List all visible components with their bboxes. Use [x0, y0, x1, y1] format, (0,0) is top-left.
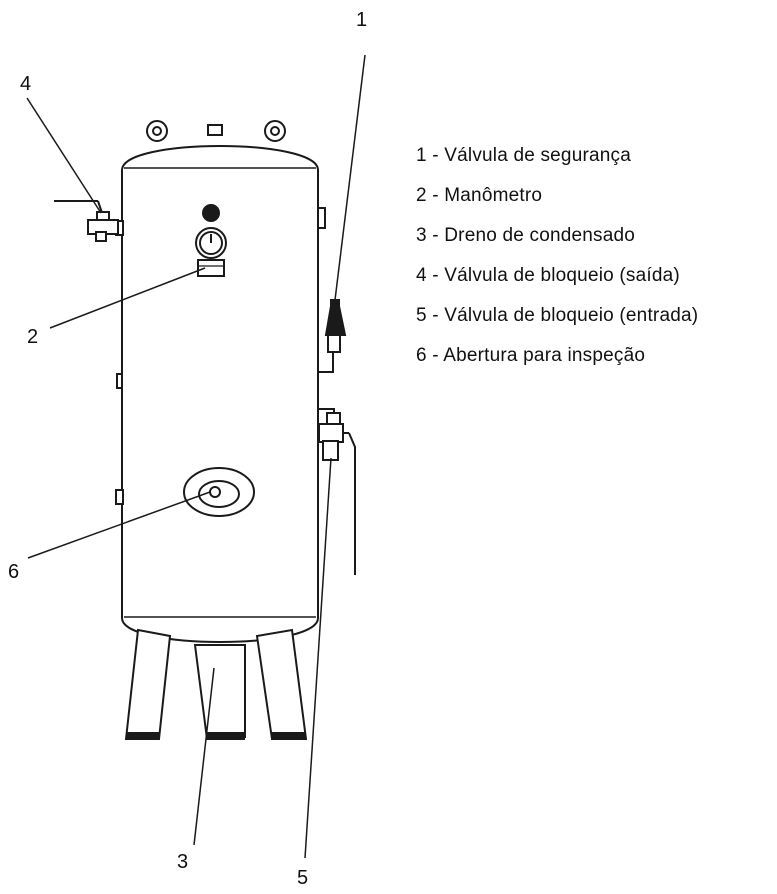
callout-number-2: 2 [27, 326, 38, 348]
leg-left [124, 628, 172, 740]
side-nozzle-right-upper [317, 207, 326, 229]
callout-number-4: 4 [20, 73, 31, 95]
leg-right [255, 628, 308, 740]
callout-number-5: 5 [297, 867, 308, 889]
leader-line-1 [334, 54, 366, 301]
legend-item-safety-valve: 1 - Válvula de segurança [416, 145, 631, 166]
pressure-gauge [195, 227, 227, 277]
leader-line-6 [27, 491, 211, 559]
callout-number-3: 3 [177, 851, 188, 873]
leader-line-3 [193, 667, 215, 846]
leader-line-2 [49, 267, 206, 329]
lifting-lug-left [146, 120, 168, 142]
leader-line-5 [304, 457, 332, 859]
legend-item-condensate-drain: 3 - Dreno de condensado [416, 225, 636, 246]
legend-item-pressure-gauge: 2 - Manômetro [416, 185, 543, 206]
leg-center [193, 644, 246, 741]
inspection-opening [183, 467, 255, 517]
component-legend: 1 - Válvula de segurança 2 - Manômetro 3… [416, 142, 698, 382]
callout-number-6: 6 [8, 561, 19, 583]
side-nozzle-left-mid [116, 373, 123, 389]
side-nozzle-left-lower [115, 489, 124, 505]
leader-line-4 [26, 97, 102, 214]
gauge-plug [202, 204, 220, 222]
legend-item-inspection-opening: 6 - Abertura para inspeção [416, 345, 646, 366]
legend-item-outlet-valve: 4 - Válvula de bloqueio (saída) [416, 265, 680, 286]
legend-item-inlet-valve: 5 - Válvula de bloqueio (entrada) [416, 305, 699, 326]
top-fitting [207, 124, 223, 136]
callout-number-1: 1 [356, 9, 367, 31]
inlet-valve [318, 408, 356, 575]
outlet-valve [54, 200, 119, 242]
safety-valve [318, 299, 347, 373]
lifting-lug-right [264, 120, 286, 142]
tank-body [121, 145, 319, 643]
